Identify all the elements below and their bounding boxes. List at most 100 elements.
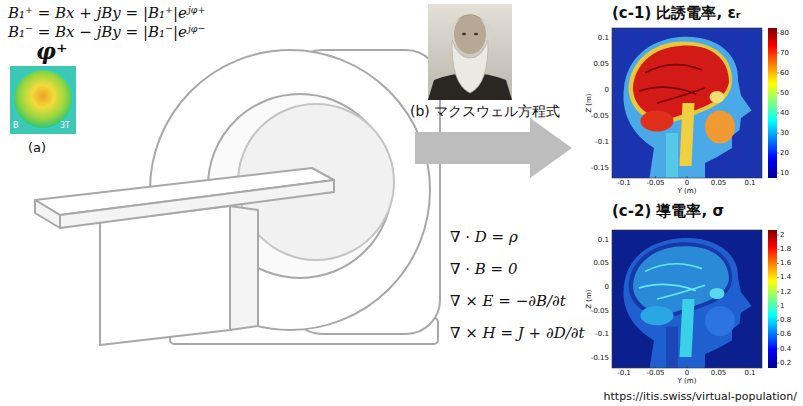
axis-tick-label: 0.05 [711,369,727,377]
b1-minus-equation: B₁⁻ = Bx − jBy = |B₁⁻|eʲᵠ⁻ [8,23,205,41]
axis-tick [624,366,625,368]
axis-tick-label: -0.05 [646,179,664,187]
colorbar-tick: 20 [780,149,789,157]
axis-tick [777,263,779,264]
axis-tick [612,287,614,288]
axis-tick-label: -0.1 [617,179,631,187]
axis-tick [718,176,719,178]
axis-tick [612,263,614,264]
axis-tick-label: -0.1 [595,138,609,146]
figure-panel: (c-1) 比誘電率, εᵣ [598,2,801,198]
panel-title: (c-1) 比誘電率, εᵣ [612,4,741,22]
axis-tick-label: -0.1 [595,330,609,338]
process-arrow [415,118,572,178]
axis-tick-label: 0 [685,369,689,377]
colorbar-tick: 1.6 [780,259,791,267]
axis-tick-label: -0.1 [617,369,631,377]
colorbar-tick: 30 [780,129,789,137]
axis-tick [777,277,779,278]
maxwell-portrait [428,4,512,100]
axis-tick [777,306,779,307]
axis-tick [777,133,779,134]
colorbar-tick: 60 [780,69,789,77]
axis-tick [777,93,779,94]
axis-tick-label: -0.15 [591,354,609,362]
colorbar-tick: 70 [780,49,789,57]
axis-title: Z (m) [586,93,594,112]
maxwell-equation: ∇ · D = ρ [450,228,518,246]
axis-tick [777,33,779,34]
colorbar-tick: 10 [780,169,789,177]
step-label: (b) マクスウェル方程式 [410,103,560,120]
colorbar-tick: 1 [780,302,784,310]
axis-tick-label: 0.05 [593,259,609,267]
colorbar-tick: 2 [780,231,784,239]
colorbar-tick: 0.4 [780,345,791,353]
axis-tick-label: -0.05 [646,369,664,377]
axis-tick [612,38,614,39]
axis-tick [777,153,779,154]
axis-tick-label: 0 [605,283,609,291]
axis-tick [777,73,779,74]
axis-tick [750,176,751,178]
panel-title: (c-2) 導電率, σ [612,202,724,220]
maxwell-equation: ∇ × E = −∂B/∂t [450,292,566,310]
conductivity-map [612,230,762,368]
axis-tick [612,334,614,335]
axis-tick [777,173,779,174]
axis-tick-label: 0.1 [598,236,609,244]
maxwell-equation: ∇ · B = 0 [450,260,517,278]
b1-plus-equation: B₁⁺ = Bx + jBy = |B₁⁺|eʲᵠ⁺ [8,4,205,22]
axis-tick [612,116,614,117]
maxwell-equation: ∇ × H = J + ∂D/∂t [450,324,585,342]
phase-map [10,66,76,134]
axis-tick-label: 0.1 [744,179,755,187]
axis-tick [655,176,656,178]
axis-tick [777,235,779,236]
colorbar [768,230,777,368]
source-url: https://itis.swiss/virtual-population/ [604,390,797,403]
axis-tick [612,64,614,65]
colorbar-tick: 50 [780,89,789,97]
axis-title: Y (m) [678,187,697,195]
map-corner-label: B [13,121,19,131]
axis-tick [612,358,614,359]
axis-tick [687,366,688,368]
axis-tick [624,176,625,178]
axis-tick-label: 0 [685,179,689,187]
permittivity-map [612,28,762,178]
colorbar-tick: 0.8 [780,316,791,324]
axis-tick [612,90,614,91]
axis-tick [612,168,614,169]
axis-tick-label: 0 [605,86,609,94]
axis-tick [612,142,614,143]
axis-title: Y (m) [678,377,697,385]
mri-scanner [35,50,440,345]
axis-tick-label: 0.05 [593,60,609,68]
axis-tick [718,366,719,368]
colorbar [768,28,777,178]
colorbar-tick: 1.8 [780,245,791,253]
colorbar-tick: 1.4 [780,273,791,281]
axis-tick [777,363,779,364]
colorbar-tick: 1.2 [780,288,791,296]
colorbar-tick: 40 [780,109,789,117]
map-heading: φ⁺ [36,38,68,64]
axis-tick [612,240,614,241]
map-corner-label: 3T [60,121,70,131]
colorbar-tick: 0.2 [780,359,791,367]
axis-tick [777,334,779,335]
axis-tick [612,310,614,311]
panel-label: (a) [28,140,46,156]
axis-tick [687,176,688,178]
axis-tick [777,320,779,321]
axis-tick [777,249,779,250]
axis-tick [777,113,779,114]
axis-tick-label: 0.05 [711,179,727,187]
axis-tick [655,366,656,368]
axis-tick-label: -0.15 [591,164,609,172]
colorbar-tick: 0.6 [780,330,791,338]
axis-tick [750,366,751,368]
axis-tick [777,291,779,292]
